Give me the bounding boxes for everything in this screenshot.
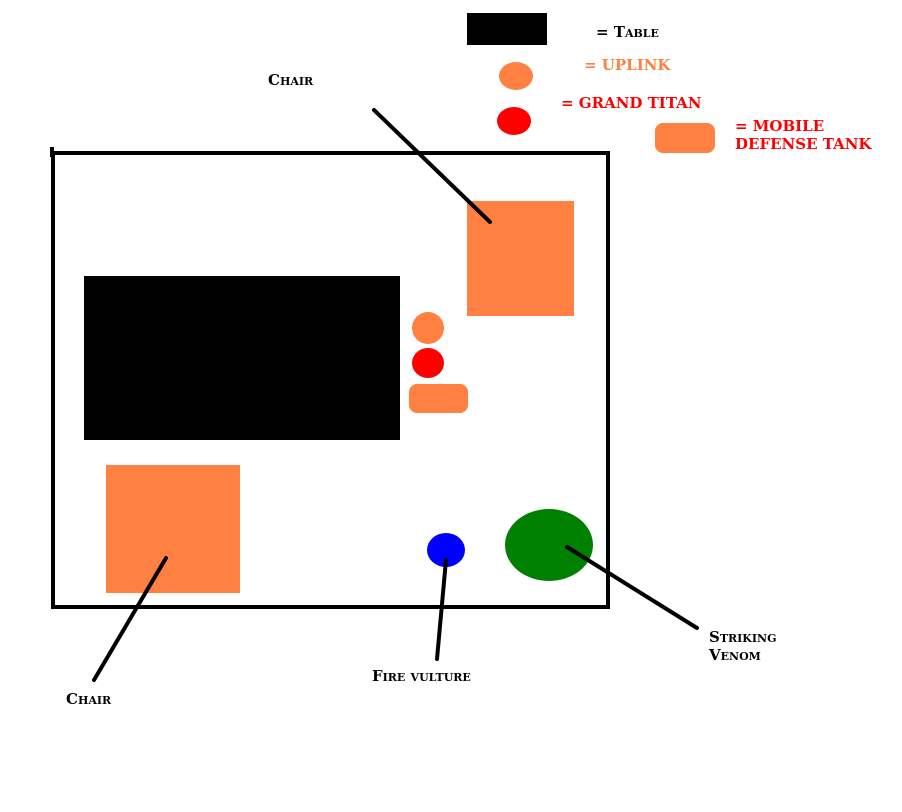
striking-venom-pointer bbox=[565, 545, 699, 630]
chair-bottom-pointer bbox=[92, 556, 168, 682]
legend-table-label: = Table bbox=[596, 23, 659, 41]
chair-top bbox=[467, 201, 574, 316]
legend-grand-titan-swatch bbox=[497, 107, 531, 135]
fire-vulture-marker bbox=[427, 533, 465, 567]
chair-bottom bbox=[106, 465, 240, 593]
legend-uplink-label: = UPLINK bbox=[584, 56, 671, 74]
legend-grand-titan-label: = GRAND TITAN bbox=[561, 94, 702, 112]
legend-mobile-defense-tank-swatch bbox=[655, 123, 715, 153]
uplink-marker bbox=[412, 312, 444, 344]
striking-venom-marker bbox=[505, 509, 593, 581]
fire-vulture-pointer bbox=[435, 558, 448, 661]
grand-titan-marker bbox=[412, 348, 444, 378]
chair-top-label: Chair bbox=[268, 71, 314, 89]
legend-mobile-defense-tank-label: = MOBILE DEFENSE TANK bbox=[735, 117, 871, 153]
striking-venom-line-1: Striking bbox=[709, 628, 777, 646]
striking-venom-label: Striking Venom bbox=[709, 628, 776, 664]
legend-mobile-defense-tank-line-2: DEFENSE TANK bbox=[735, 135, 872, 153]
fire-vulture-label: Fire vulture bbox=[372, 667, 471, 685]
mobile-defense-tank-marker bbox=[409, 384, 468, 413]
legend-mobile-defense-tank-line-1: = MOBILE bbox=[735, 117, 825, 135]
legend-table-swatch bbox=[467, 13, 547, 45]
table bbox=[84, 276, 400, 440]
chair-top-pointer bbox=[372, 108, 492, 224]
chair-bottom-label: Chair bbox=[66, 690, 112, 708]
striking-venom-line-2: Venom bbox=[709, 646, 761, 664]
room-outline bbox=[51, 151, 610, 609]
legend-uplink-swatch bbox=[499, 62, 533, 90]
